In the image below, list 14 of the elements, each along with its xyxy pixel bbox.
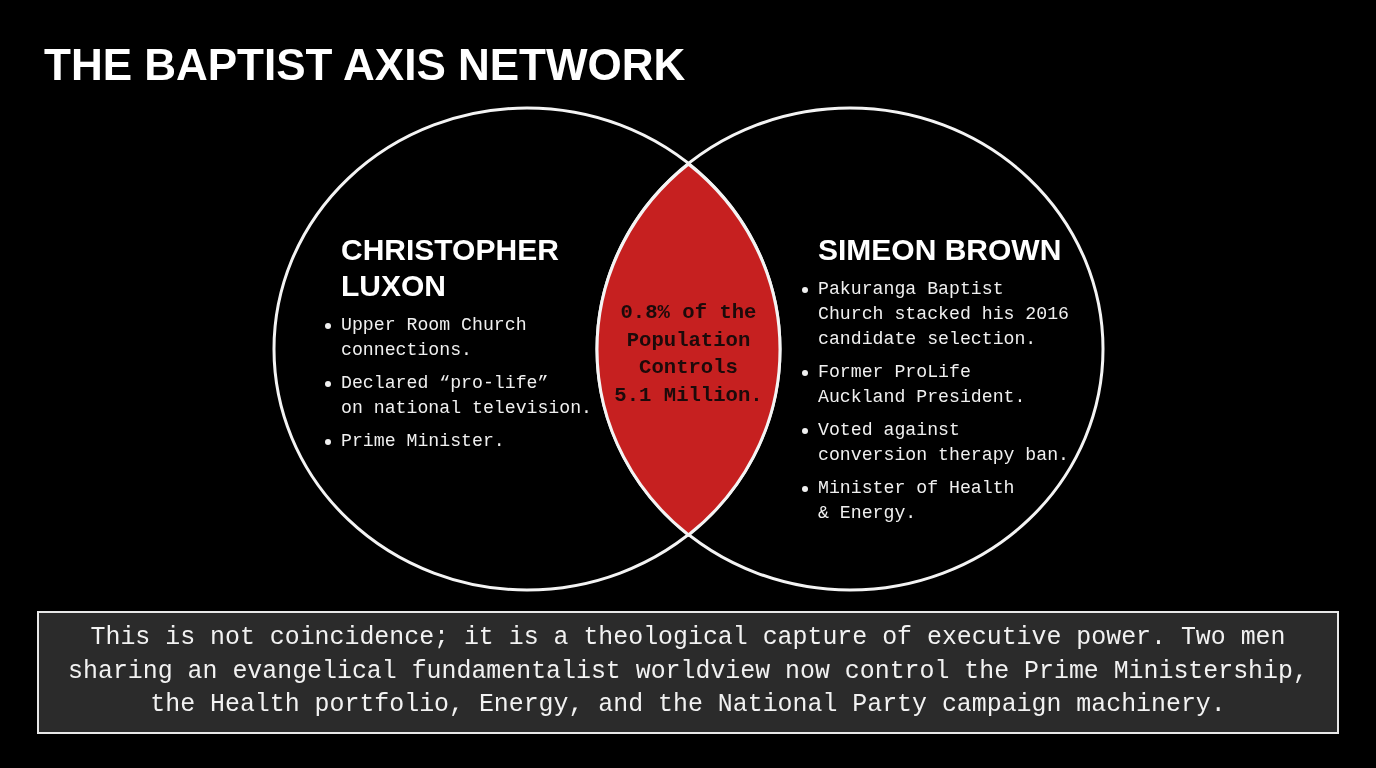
bullet-text: Declared “pro-life” on national television.: [341, 372, 594, 420]
bullet-text: Pakuranga Baptist Church stacked his 2016 candidate selection.: [818, 278, 1071, 351]
bullet-text: Prime Minister.: [341, 430, 505, 453]
circle-heading: CHRISTOPHER LUXON: [341, 232, 560, 304]
venn-overlap: [595, 161, 782, 537]
circle-heading: SIMEON BROWN: [818, 232, 1062, 268]
statement-text: This is not coincidence; it is a theological capture of executive power. Two men sharing an evangelical fundamentalist worldview now control the Prime Ministership, the Health portfolio, Energy, and the National Party campaign machinery.: [67, 622, 1309, 720]
statement-panel: [37, 611, 1339, 734]
bullet-text: Upper Room Church connections.: [341, 314, 528, 362]
overlap-text: 0.8% of the Population Controls 5.1 Million.: [613, 300, 764, 409]
bullet-text: Former ProLife Auckland President.: [818, 361, 1027, 409]
diagram-title: THE BAPTIST AXIS NETWORK: [44, 40, 686, 90]
bullet-text: Voted against conversion therapy ban.: [818, 419, 1071, 467]
bullet-text: Minister of Health & Energy.: [818, 477, 1016, 525]
